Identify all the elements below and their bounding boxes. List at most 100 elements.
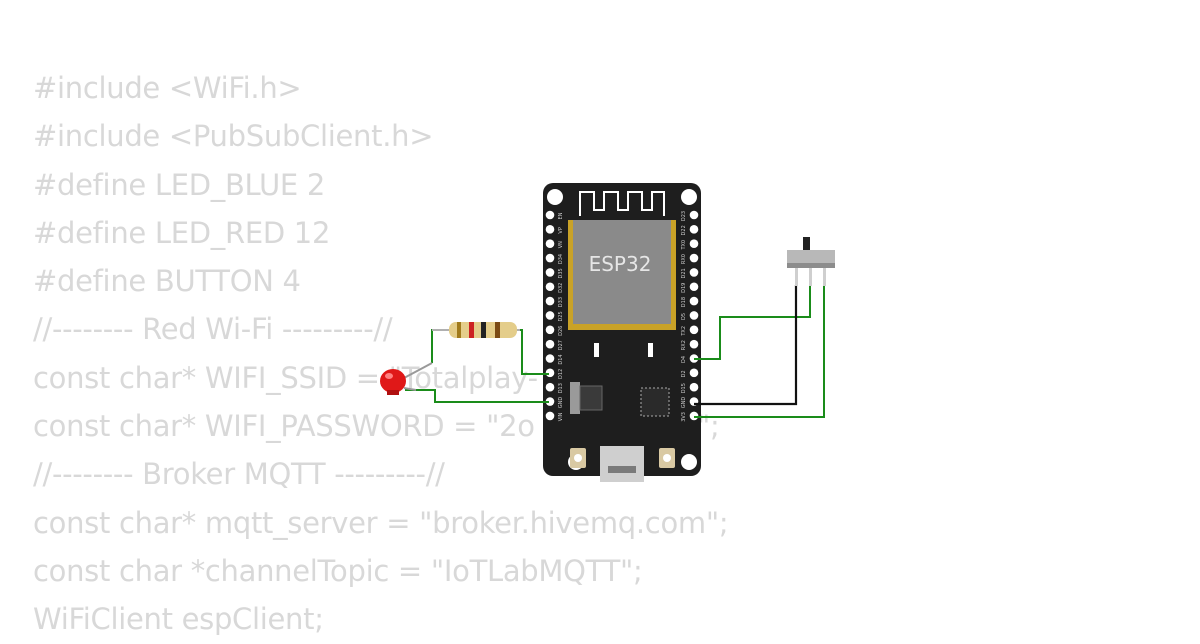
smd-part xyxy=(594,343,599,357)
pin-label: D27 xyxy=(558,340,564,350)
pin-label: D12 xyxy=(558,369,564,379)
slide-switch[interactable] xyxy=(787,237,835,286)
usb-port-opening xyxy=(608,466,636,473)
pin-label: GND xyxy=(558,397,564,409)
led-anode-lead xyxy=(403,362,433,379)
code-line: #define LED_BLUE 2 xyxy=(33,167,325,202)
pin-label: EN xyxy=(558,212,564,219)
code-line: //-------- Red Wi-Fi ---------// xyxy=(33,312,393,347)
resistor-band xyxy=(495,322,500,338)
boot-button-cap xyxy=(574,454,582,462)
pin-d18[interactable] xyxy=(689,296,699,306)
pin-label: D4 xyxy=(681,356,687,363)
pin-label: D25 xyxy=(558,311,564,321)
wire-led-to-resistor[interactable] xyxy=(431,329,447,363)
code-line: //-------- Broker MQTT ---------// xyxy=(33,457,445,492)
mount-hole xyxy=(681,454,697,470)
switch-handle[interactable] xyxy=(803,237,810,251)
pin-label: D18 xyxy=(681,297,687,307)
pin-tx0[interactable] xyxy=(689,239,699,248)
switch-pin xyxy=(809,268,812,286)
pin-d35[interactable] xyxy=(545,268,555,277)
pin-label: D32 xyxy=(558,283,564,293)
pin-label: D35 xyxy=(558,268,564,278)
resistor-band xyxy=(481,322,486,338)
right-pin-header[interactable]: D23D22TX0RX0D21D19D18D5TX2RX2D4D2D15GND3… xyxy=(681,210,699,422)
wire-led-to-gnd[interactable] xyxy=(405,389,549,403)
pin-d21[interactable] xyxy=(689,268,699,277)
smd-part xyxy=(648,343,653,357)
pin-label: TX2 xyxy=(681,326,687,337)
wire-switch-to-3v3[interactable] xyxy=(694,285,825,418)
pin-d34[interactable] xyxy=(545,253,555,263)
pin-d19[interactable] xyxy=(689,282,699,292)
pin-d26[interactable] xyxy=(545,325,555,335)
pin-d27[interactable] xyxy=(545,339,555,349)
code-line: const char *channelTopic = "IoTLabMQTT"; xyxy=(33,553,643,588)
chip-label: ESP32 xyxy=(589,252,652,276)
pin-rx0[interactable] xyxy=(689,253,699,263)
pin-d12[interactable] xyxy=(545,368,555,378)
switch-pin xyxy=(795,268,798,286)
pin-label: D21 xyxy=(681,268,687,278)
pin-label: D13 xyxy=(558,383,564,393)
pin-label: D33 xyxy=(558,297,564,307)
pin-d15[interactable] xyxy=(689,382,699,392)
mount-hole xyxy=(547,189,563,205)
pin-gnd[interactable] xyxy=(545,397,555,406)
pin-label: D23 xyxy=(681,211,687,221)
pin-label: VP xyxy=(558,227,564,233)
pin-d22[interactable] xyxy=(689,225,699,234)
code-line: #define LED_RED 12 xyxy=(33,215,331,250)
pin-d2[interactable] xyxy=(689,368,699,378)
pin-label: VIN xyxy=(558,412,564,421)
led-base xyxy=(387,390,399,395)
code-line: #define BUTTON 4 xyxy=(33,264,301,299)
led-highlight xyxy=(385,373,393,379)
pin-vn[interactable] xyxy=(545,239,555,248)
pin-label: D2 xyxy=(681,370,687,377)
pin-d5[interactable] xyxy=(689,311,699,320)
pin-en[interactable] xyxy=(545,210,555,220)
pin-label: D34 xyxy=(558,254,564,264)
pin-d23[interactable] xyxy=(689,210,699,220)
pin-d33[interactable] xyxy=(545,296,555,306)
usb-port xyxy=(600,446,644,482)
regulator-tab xyxy=(570,382,580,414)
pin-label: RX0 xyxy=(681,254,687,264)
resistor[interactable] xyxy=(432,322,520,338)
switch-body-shadow xyxy=(787,263,835,268)
pin-rx2[interactable] xyxy=(689,339,699,349)
red-led[interactable] xyxy=(380,362,433,395)
led-lens xyxy=(380,369,406,393)
pin-label: D22 xyxy=(681,225,687,235)
reset-button-cap xyxy=(663,454,671,462)
pin-label: VN xyxy=(558,241,564,248)
switch-pin xyxy=(823,268,826,286)
code-line: const char* mqtt_server = "broker.hivemq… xyxy=(33,505,729,540)
mount-hole xyxy=(681,189,697,205)
pin-d13[interactable] xyxy=(545,382,555,392)
pin-d14[interactable] xyxy=(545,354,555,363)
esp32-board[interactable]: ESP32 ENVPVND34D35D32D33D25D26D27D14D12D… xyxy=(543,183,701,482)
pin-label: 3V3 xyxy=(681,412,687,422)
code-line: const char* WIFI_PASSWORD = "2o vKUT"; xyxy=(33,409,720,444)
pin-vp[interactable] xyxy=(545,225,555,234)
voltage-regulator xyxy=(579,385,603,411)
pin-3v3[interactable] xyxy=(689,411,699,421)
wire-switch-to-d4[interactable] xyxy=(694,285,811,360)
pin-tx2[interactable] xyxy=(689,325,699,335)
code-listing: #include <WiFi.h>#include <PubSubClient.… xyxy=(33,64,729,644)
pin-label: D15 xyxy=(681,383,687,393)
pin-vin[interactable] xyxy=(545,411,555,421)
pin-label: D19 xyxy=(681,283,687,293)
pin-label: RX2 xyxy=(681,340,687,350)
pin-label: D14 xyxy=(558,354,564,364)
wire-switch-to-gnd[interactable] xyxy=(694,285,798,406)
antenna-trace xyxy=(579,191,665,216)
pin-d32[interactable] xyxy=(545,282,555,292)
pin-label: D26 xyxy=(558,326,564,336)
pin-d25[interactable] xyxy=(545,311,555,320)
code-line: #include <PubSubClient.h> xyxy=(33,119,434,154)
